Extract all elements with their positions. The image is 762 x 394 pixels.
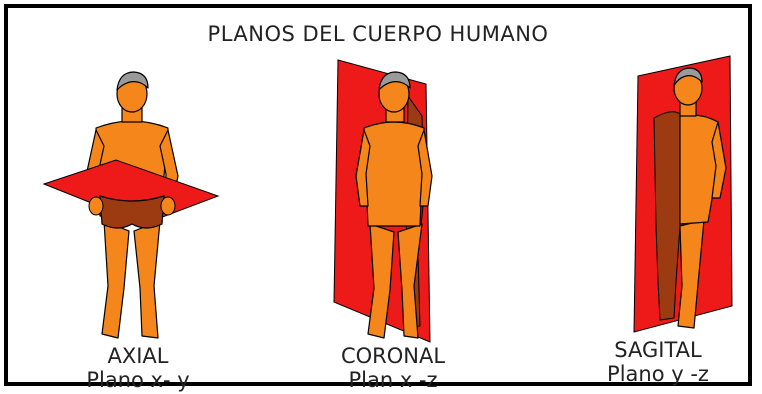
coronal-illustration bbox=[333, 59, 433, 343]
coronal-hair bbox=[378, 71, 411, 91]
axial-name: AXIAL bbox=[107, 344, 169, 368]
sagital-right-arm bbox=[711, 121, 727, 199]
coronal-torso bbox=[363, 121, 425, 227]
sagital-name: SAGITAL bbox=[614, 338, 702, 362]
axial-label: AXIAL Plano x- y bbox=[68, 344, 208, 392]
coronal-right-arm bbox=[417, 129, 433, 207]
sagital-label: SAGITAL Plano y -z bbox=[588, 338, 728, 386]
sagital-illustration bbox=[633, 55, 733, 333]
sagital-hair bbox=[673, 67, 703, 87]
diagram-frame: PLANOS DEL CUERPO HUMANO bbox=[4, 4, 752, 392]
axial-illustration bbox=[42, 71, 220, 339]
sagital-figure bbox=[568, 55, 762, 346]
diagram-title: PLANOS DEL CUERPO HUMANO bbox=[207, 22, 549, 46]
coronal-left-leg bbox=[367, 223, 395, 339]
axial-hair bbox=[116, 71, 149, 91]
axial-subtitle: Plano x- y bbox=[86, 368, 190, 392]
coronal-label: CORONAL Plan x -z bbox=[323, 344, 463, 392]
coronal-right-leg bbox=[397, 223, 423, 339]
axial-hips bbox=[99, 195, 165, 229]
axial-left-leg bbox=[101, 220, 130, 339]
coronal-subtitle: Plan x -z bbox=[348, 368, 438, 392]
sagital-back-half bbox=[653, 111, 681, 321]
sagital-subtitle: Plano y -z bbox=[607, 362, 709, 386]
axial-right-leg bbox=[133, 220, 161, 339]
axial-figure bbox=[34, 56, 234, 346]
coronal-name: CORONAL bbox=[340, 344, 446, 368]
coronal-left-arm bbox=[355, 129, 371, 207]
coronal-figure bbox=[298, 56, 498, 346]
